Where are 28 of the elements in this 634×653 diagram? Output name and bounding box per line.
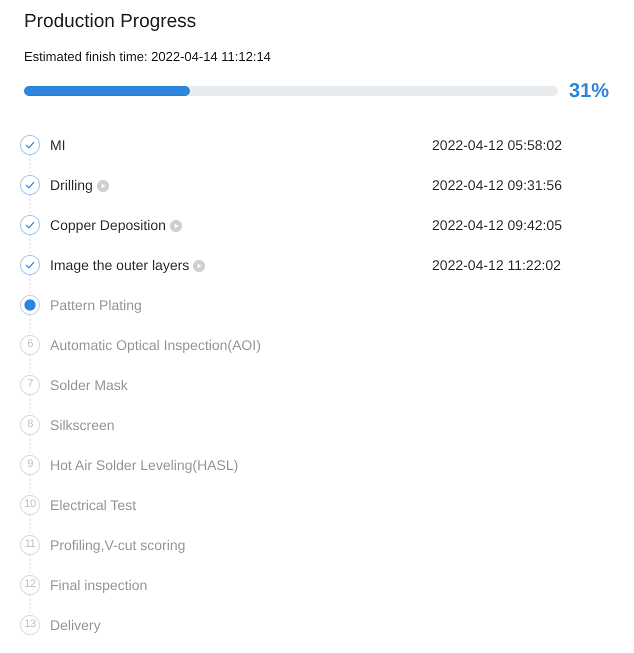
step-number-circle: 12 xyxy=(20,575,40,595)
step-name: Automatic Optical Inspection(AOI) xyxy=(50,336,261,355)
step-number-circle: 10 xyxy=(20,495,40,515)
step-number-circle: 6 xyxy=(20,335,40,355)
step-number-circle: 7 xyxy=(20,375,40,395)
step-name: Pattern Plating xyxy=(50,296,142,315)
step-number-circle: 8 xyxy=(20,415,40,435)
estimated-finish-time: Estimated finish time: 2022-04-14 11:12:14 xyxy=(24,48,271,66)
step-number-circle: 13 xyxy=(20,615,40,635)
step-name: Electrical Test xyxy=(50,496,136,515)
step-name: Delivery xyxy=(50,616,101,635)
step-name: Image the outer layers xyxy=(50,256,190,275)
timestamp: 2022-04-12 09:31:56 xyxy=(432,176,562,195)
step-number-circle: 11 xyxy=(20,535,40,555)
step-name: Hot Air Solder Leveling(HASL) xyxy=(50,456,238,475)
title: Production Progress xyxy=(24,11,196,33)
step-name: Drilling xyxy=(50,176,93,195)
step-name: Profiling,V-cut scoring xyxy=(50,536,186,555)
step-name: Copper Deposition xyxy=(50,216,166,235)
step-number-circle: 9 xyxy=(20,455,40,475)
step-name: Solder Mask xyxy=(50,376,128,395)
timestamp: 2022-04-12 05:58:02 xyxy=(432,136,562,155)
step-name: Final inspection xyxy=(50,576,148,595)
step-name: Silkscreen xyxy=(50,416,115,435)
step-name: MI xyxy=(50,136,66,155)
progress-percent: 31% xyxy=(569,80,610,102)
timestamp: 2022-04-12 09:42:05 xyxy=(432,216,562,235)
timestamp: 2022-04-12 11:22:02 xyxy=(432,256,561,275)
